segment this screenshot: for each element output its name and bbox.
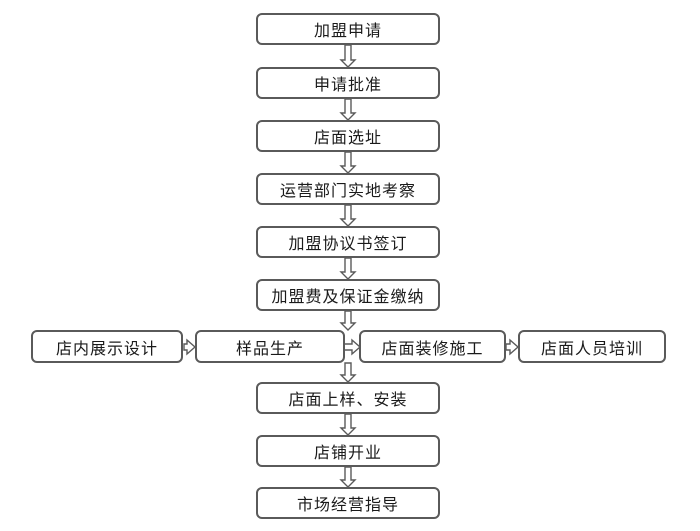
arrow-right-3 [505, 338, 520, 356]
arrow-down-5 [339, 257, 357, 280]
step-site-inspection: 运营部门实地考察 [256, 173, 440, 205]
step-store-renovation: 店面装修施工 [359, 330, 506, 363]
step-sample-production: 样品生产 [195, 330, 345, 363]
arrow-down-3 [339, 151, 357, 174]
step-staff-training: 店面人员培训 [518, 330, 666, 363]
step-market-guidance: 市场经营指导 [256, 487, 440, 519]
step-application-approval: 申请批准 [256, 67, 440, 99]
arrow-down-6 [339, 310, 357, 331]
arrow-right-1 [183, 338, 197, 356]
step-fee-payment: 加盟费及保证金缴纳 [256, 279, 440, 311]
step-franchise-application: 加盟申请 [256, 13, 440, 45]
step-agreement-signing: 加盟协议书签订 [256, 226, 440, 258]
arrow-down-2 [339, 98, 357, 121]
arrow-down-1 [339, 44, 357, 68]
arrow-down-9 [339, 466, 357, 488]
step-display-design: 店内展示设计 [31, 330, 183, 363]
arrow-right-2 [342, 338, 362, 356]
step-store-site-selection: 店面选址 [256, 120, 440, 152]
arrow-down-7 [339, 362, 357, 383]
step-sample-installation: 店面上样、安装 [256, 382, 440, 414]
arrow-down-4 [339, 204, 357, 227]
arrow-down-8 [339, 413, 357, 436]
step-store-opening: 店铺开业 [256, 435, 440, 467]
